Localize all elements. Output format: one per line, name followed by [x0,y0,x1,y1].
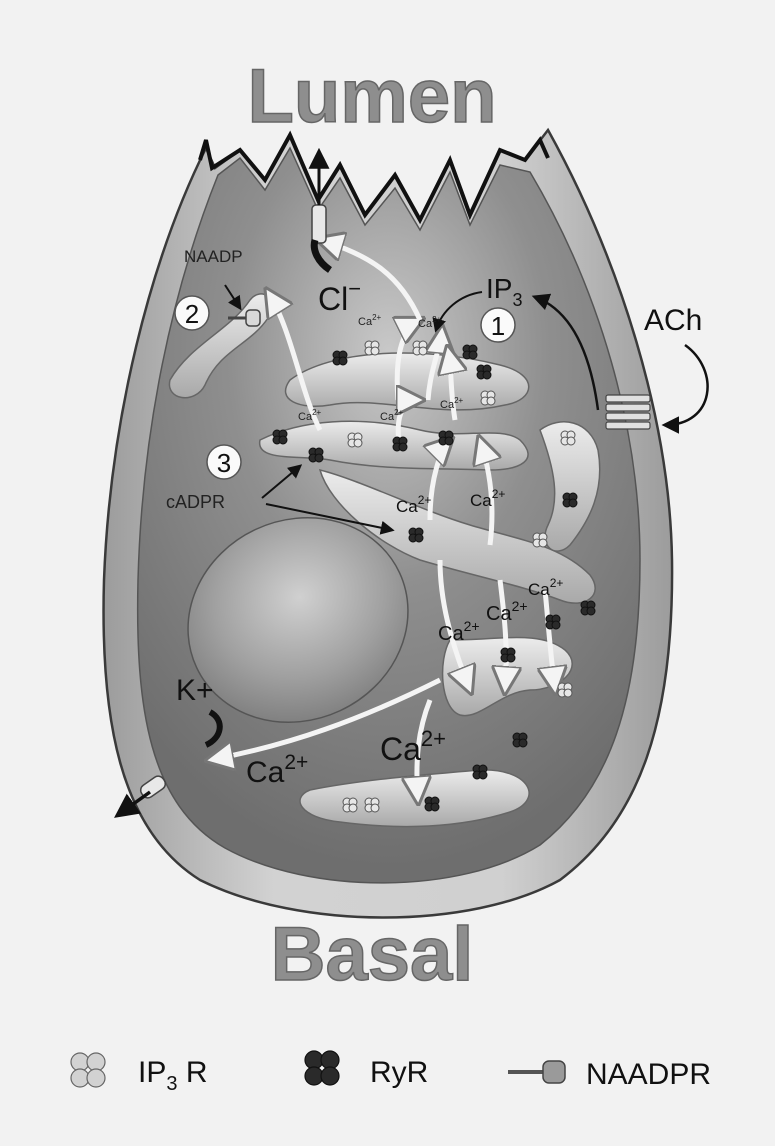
ryr-receptor [333,351,347,365]
ip3r-receptor [533,533,547,547]
ach-label: ACh [644,304,702,337]
basal-title: Basal [271,912,474,997]
ryr-icon [305,1051,339,1085]
ryr-receptor [501,648,515,662]
ip3r-icon [71,1053,105,1087]
legend-ip3r-label: IP3 R [138,1056,207,1095]
naadpr-icon [508,1061,565,1083]
ip3r-receptor [481,391,495,405]
ip3r-receptor [365,798,379,812]
svg-text:1: 1 [491,311,505,341]
ryr-receptor [581,601,595,615]
site-3-marker: 3 [207,445,241,479]
ryr-receptor [309,448,323,462]
ip3r-receptor [558,683,572,697]
ryr-receptor [546,615,560,629]
legend-naadpr: NAADPR [508,1058,711,1091]
legend-ryr: RyR [305,1051,428,1089]
ryr-receptor [473,765,487,779]
lumen-title: Lumen [247,54,496,139]
ryr-receptor [393,437,407,451]
site-2-marker: 2 [175,296,209,330]
svg-text:3: 3 [217,448,231,478]
site-1-marker: 1 [481,308,515,342]
cl-channel [312,205,326,243]
legend-ryr-label: RyR [370,1056,428,1089]
naadp-label: NAADP [184,247,243,266]
ip3r-receptor [348,433,362,447]
ip3r-receptor [365,341,379,355]
legend-ip3r: IP3 R [71,1053,207,1095]
ryr-receptor [425,797,439,811]
ryr-receptor [409,528,423,542]
cadpr-label: cADPR [166,492,225,512]
ryr-receptor [463,345,477,359]
ach-arrow [665,345,708,425]
ryr-receptor [513,733,527,747]
ip3r-receptor [561,431,575,445]
legend: IP3 R RyR NAADPR [71,1051,711,1095]
ryr-receptor [477,365,491,379]
ryr-receptor [439,431,453,445]
ip3r-receptor [413,341,427,355]
legend-naadpr-label: NAADPR [586,1058,711,1091]
ryr-receptor [563,493,577,507]
k-plus-label: K+ [176,674,214,707]
ryr-receptor [273,430,287,444]
svg-text:2: 2 [185,299,199,329]
ip3r-receptor [343,798,357,812]
